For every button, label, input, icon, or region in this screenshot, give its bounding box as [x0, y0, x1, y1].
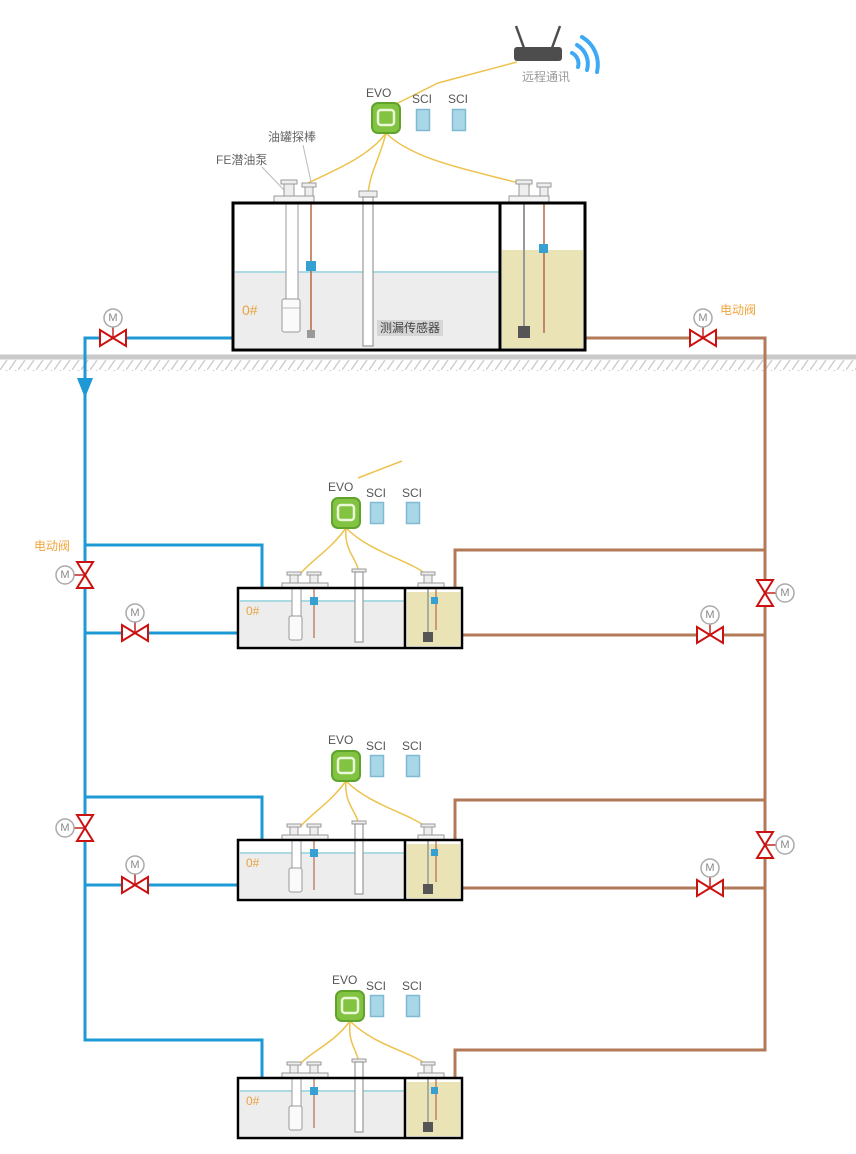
sci-module-3b	[405, 754, 421, 778]
label-leak-sensor: 测漏传感器	[377, 320, 444, 336]
motor-label-7: M	[60, 822, 70, 834]
right-compartment-probe	[518, 203, 548, 338]
motor-label-2: M	[698, 312, 708, 324]
motor-label-3: M	[60, 569, 70, 581]
label-sci-3b: SCI	[402, 739, 423, 753]
label-tank-grade-4: 0#	[246, 1094, 260, 1108]
label-sci-2a: SCI	[366, 486, 387, 500]
label-sci-1a: SCI	[412, 92, 433, 106]
label-evo-1: EVO	[366, 86, 392, 100]
callout-lines	[261, 144, 312, 191]
router	[514, 25, 600, 74]
main-tank	[231, 179, 587, 352]
flow-arrow-down-icon	[77, 378, 93, 398]
pump-manifold	[273, 179, 317, 204]
tank-4	[236, 1057, 464, 1140]
tank-3	[236, 819, 464, 902]
tank-2	[236, 567, 464, 650]
motor-label-8: M	[130, 859, 140, 871]
ground-line	[0, 354, 856, 371]
label-tank-probe: 油罐探棒	[268, 130, 317, 144]
label-sci-4b: SCI	[402, 979, 423, 993]
label-evo-4: EVO	[332, 973, 358, 987]
signal-wires	[299, 61, 531, 1065]
probe-manifold	[508, 179, 552, 204]
motor-label-1: M	[108, 312, 118, 324]
label-electric-valve-right: 电动阀	[720, 303, 757, 317]
sci-module-4b	[405, 994, 421, 1018]
label-evo-2: EVO	[328, 480, 354, 494]
motor-label-6: M	[705, 609, 715, 621]
supply-pipeline-blue	[77, 336, 264, 1078]
label-sci-4a: SCI	[366, 979, 387, 993]
evo-console-1	[370, 101, 402, 135]
level-probe	[306, 203, 316, 338]
label-electric-valve-left: 电动阀	[34, 539, 71, 553]
sci-module-2b	[405, 501, 421, 525]
evo-console-2	[330, 496, 362, 530]
return-pipeline-brown	[453, 336, 767, 1078]
wifi-icon	[570, 35, 600, 74]
label-sci-1b: SCI	[448, 92, 469, 106]
label-fe-pump: FE潜油泵	[216, 153, 268, 167]
evo-console-4	[334, 989, 366, 1023]
motor-label-5: M	[780, 587, 790, 599]
motor-label-10: M	[705, 862, 715, 874]
label-tank-grade-1: 0#	[242, 302, 258, 318]
sci-module-1b	[451, 108, 467, 132]
label-sci-2b: SCI	[402, 486, 423, 500]
sci-module-1a	[415, 108, 431, 132]
sci-module-3a	[369, 754, 385, 778]
sci-module-2a	[369, 501, 385, 525]
label-sci-3a: SCI	[366, 739, 387, 753]
motor-label-4: M	[130, 607, 140, 619]
label-evo-3: EVO	[328, 733, 354, 747]
motor-label-9: M	[780, 839, 790, 851]
label-tank-grade-2: 0#	[246, 604, 260, 618]
evo-console-3	[330, 749, 362, 783]
label-tank-grade-3: 0#	[246, 856, 260, 870]
label-remote-comm: 远程通讯	[522, 70, 571, 84]
leak-sensor-tube	[358, 190, 378, 347]
sci-module-4a	[369, 994, 385, 1018]
